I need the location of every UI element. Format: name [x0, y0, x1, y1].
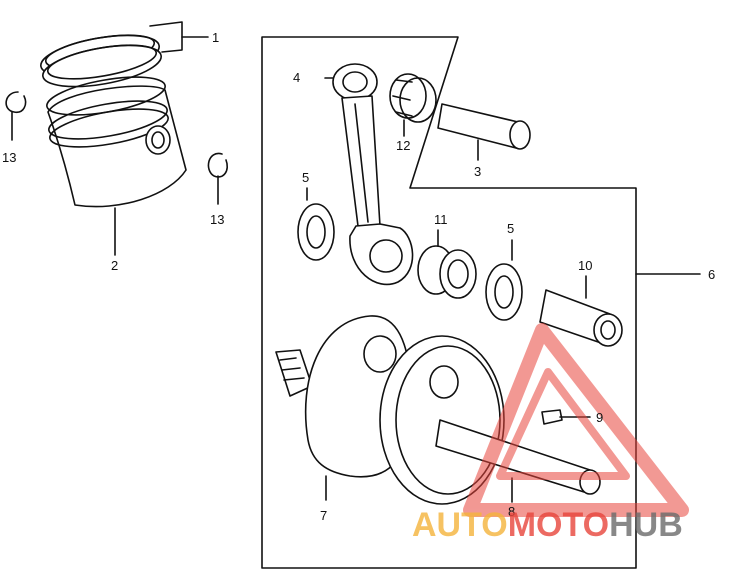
- woodruff-key: [541, 409, 591, 425]
- crankshaft: [275, 315, 601, 505]
- callout-9: 9: [596, 410, 603, 425]
- callout-5-right: 5: [507, 221, 514, 236]
- piston: [46, 76, 187, 256]
- watermark-text: AUTOMOTOHUB: [412, 506, 683, 544]
- callout-10: 10: [578, 258, 592, 273]
- watermark-moto: MOTO: [508, 506, 609, 544]
- callout-3: 3: [474, 164, 481, 179]
- watermark-hub: HUB: [609, 506, 683, 544]
- callout-6: 6: [708, 267, 715, 282]
- piston-rings: [40, 21, 209, 88]
- thrust-washer-left: [297, 187, 335, 261]
- small-end-bearing: [389, 73, 437, 137]
- circlip-right: [207, 152, 229, 205]
- watermark-triangle: [463, 323, 689, 517]
- big-end-bearing: [417, 229, 477, 299]
- callout-13-left: 13: [2, 150, 16, 165]
- callout-4: 4: [293, 70, 300, 85]
- watermark-auto: AUTO: [412, 506, 508, 544]
- thrust-washer-right: [485, 239, 523, 321]
- connecting-rod: [324, 63, 414, 286]
- callout-13-right: 13: [210, 212, 224, 227]
- callout-5-left: 5: [302, 170, 309, 185]
- callout-12: 12: [396, 138, 410, 153]
- callout-8: 8: [508, 504, 515, 519]
- crank-pin: [539, 275, 623, 347]
- assembly-outline: [261, 36, 637, 569]
- callout-1: 1: [212, 30, 219, 45]
- callout-11: 11: [434, 212, 448, 227]
- callout-7: 7: [320, 508, 327, 523]
- piston-pin: [437, 103, 531, 161]
- callout-2: 2: [111, 258, 118, 273]
- circlip-left: [5, 91, 27, 141]
